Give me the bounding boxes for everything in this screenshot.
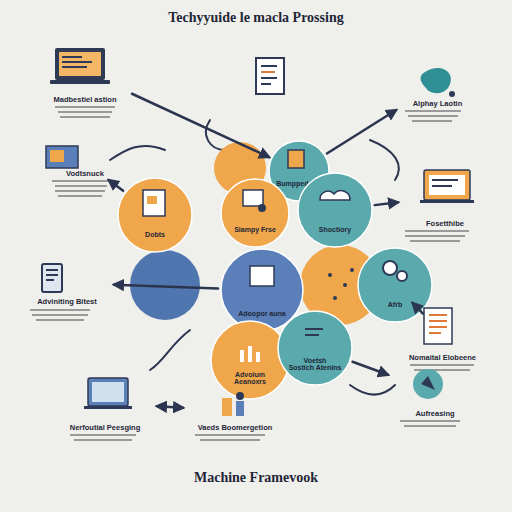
node-label: Nomaital Elobeene xyxy=(409,354,476,362)
circle-fill xyxy=(221,179,289,247)
node-label: Vaeds Boomergetion xyxy=(198,424,273,432)
node-label: Sostich Atenins xyxy=(289,364,342,372)
circle-fill xyxy=(211,321,289,399)
node-label: Vodtsnuck xyxy=(66,170,104,178)
circle-fill xyxy=(358,248,432,322)
process-circle: VoetshSostich Atenins xyxy=(277,310,353,386)
node-label: Advoium xyxy=(235,371,265,379)
circle-fill xyxy=(221,249,303,331)
document-icon xyxy=(424,308,452,344)
text-holder: Dobts xyxy=(117,177,193,253)
circle-outline xyxy=(210,320,290,400)
document-icon xyxy=(256,58,284,94)
text-holder: VoetshSostich Atenins xyxy=(277,310,353,386)
text-holder: Vodtsnuck xyxy=(40,146,130,178)
laptop-icon xyxy=(50,48,110,84)
node-label: Alphay Laotin xyxy=(413,100,463,108)
icon-node: Alphay Laotin xyxy=(395,60,480,108)
node-label: Siampy Frse xyxy=(234,226,276,234)
text-holder: Afrb xyxy=(357,247,433,323)
process-circle: Dobts xyxy=(117,177,193,253)
arrow-connector xyxy=(353,362,388,375)
process-circle: Shoctiory xyxy=(297,172,373,248)
circle-fill xyxy=(298,173,372,247)
node-label: Afrb xyxy=(388,301,402,309)
text-holder: Nerfoutial Peesging xyxy=(55,374,155,432)
circle-fill xyxy=(278,311,352,385)
node-label: Adoopor auna xyxy=(238,310,285,318)
text-holder: Vaeds Boomergetion xyxy=(185,390,285,432)
text-holder: Aufreasing xyxy=(390,366,480,418)
laptop-icon xyxy=(84,378,132,409)
phone-icon xyxy=(42,264,62,292)
icon-node: Madbestiel astion xyxy=(40,40,130,104)
circle-icons xyxy=(143,150,407,362)
node-label: Shoctiory xyxy=(319,226,351,234)
node-label: Fosetthibe xyxy=(426,220,464,228)
process-circle: Siampy Frse xyxy=(220,178,290,248)
text-lines xyxy=(30,106,474,441)
text-holder: Madbestiel astion xyxy=(40,40,130,104)
decor-circle xyxy=(130,250,200,320)
text-holder: Nomaital Elobeene xyxy=(395,305,490,362)
process-circle: AdvoiumAeanoxrs xyxy=(210,320,290,400)
arrow-connector xyxy=(114,285,218,289)
icon-node: Fosetthibe xyxy=(400,165,490,228)
icon-node: Nomaital Elobeene xyxy=(395,305,490,362)
process-circle: Afrb xyxy=(357,247,433,323)
node-label: Voetsh xyxy=(304,357,327,365)
arrow-connector xyxy=(109,180,123,191)
arrow-connector xyxy=(132,94,269,157)
node-label: Nerfoutial Peesging xyxy=(70,424,140,432)
node-label: Adviniting Bitest xyxy=(37,298,97,306)
circle-outline xyxy=(277,310,353,386)
text-holder: Alphay Laotin xyxy=(395,60,480,108)
laptop-icon xyxy=(420,170,474,203)
icon-node: Aufreasing xyxy=(390,366,480,418)
circle-outline xyxy=(220,178,290,248)
node-label: Dobts xyxy=(145,231,165,239)
icon-node: Vaeds Boomergetion xyxy=(185,390,285,432)
circle-icon xyxy=(413,369,443,399)
circle-outline xyxy=(357,247,433,323)
arrow-connector xyxy=(327,110,396,153)
arrow-connector xyxy=(157,406,183,408)
text-holder: Adviniting Bitest xyxy=(22,260,112,306)
icon-node: Vodtsnuck xyxy=(40,146,130,178)
circle-outline xyxy=(297,172,373,248)
text-holder: Shoctiory xyxy=(297,172,373,248)
blob-icon xyxy=(421,68,455,97)
arrow-connector xyxy=(375,202,398,205)
icon-node: Nerfoutial Peesging xyxy=(55,374,155,432)
node-label: Aeanoxrs xyxy=(234,378,266,386)
screen-icon xyxy=(46,146,78,168)
circle-fill xyxy=(118,178,192,252)
node-label: Aufreasing xyxy=(415,410,454,418)
text-holder: Siampy Frse xyxy=(220,178,290,248)
person-icon xyxy=(222,392,244,416)
circle-outline xyxy=(117,177,193,253)
diagram-caption: Machine Framevook xyxy=(0,470,512,486)
text-holder: Fosetthibe xyxy=(400,165,490,228)
arrow-connector xyxy=(413,303,423,314)
diagram-title: Techyyuide le macla Prossing xyxy=(0,10,512,26)
icon-node: Adviniting Bitest xyxy=(22,260,112,306)
text-holder: AdvoiumAeanoxrs xyxy=(210,320,290,400)
node-label: Madbestiel astion xyxy=(54,96,117,104)
